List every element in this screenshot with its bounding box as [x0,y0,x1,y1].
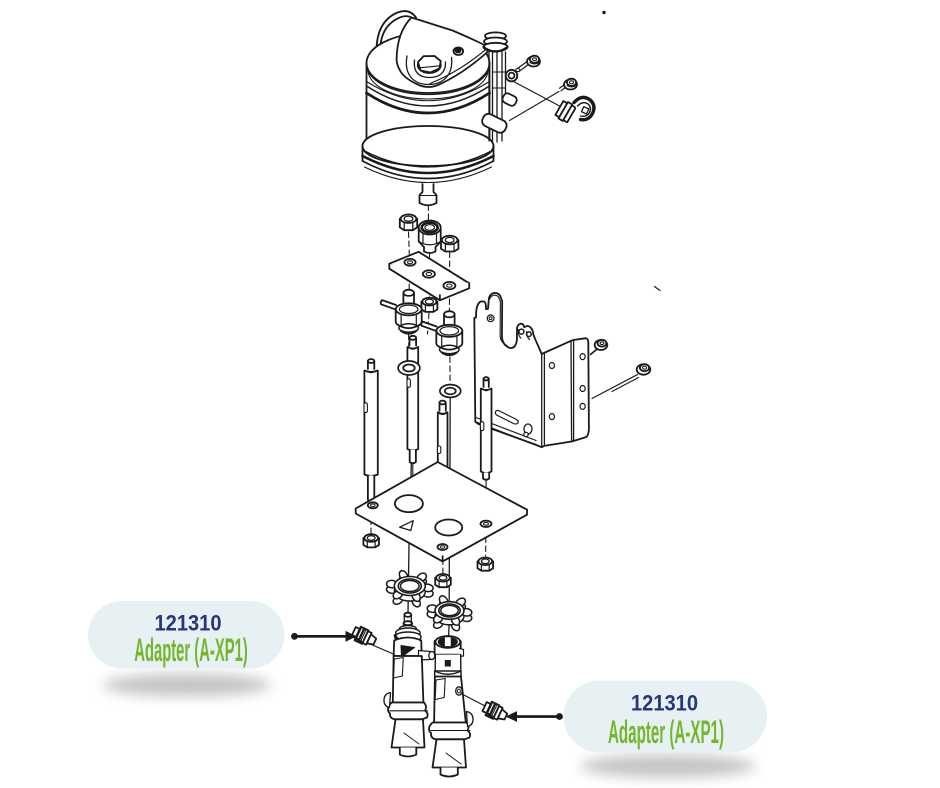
svg-text:121310: 121310 [155,611,222,636]
svg-text:Adapter (A-XP1): Adapter (A-XP1) [608,714,724,750]
svg-text:121310: 121310 [631,690,698,715]
svg-text:Adapter (A-XP1): Adapter (A-XP1) [134,632,248,668]
